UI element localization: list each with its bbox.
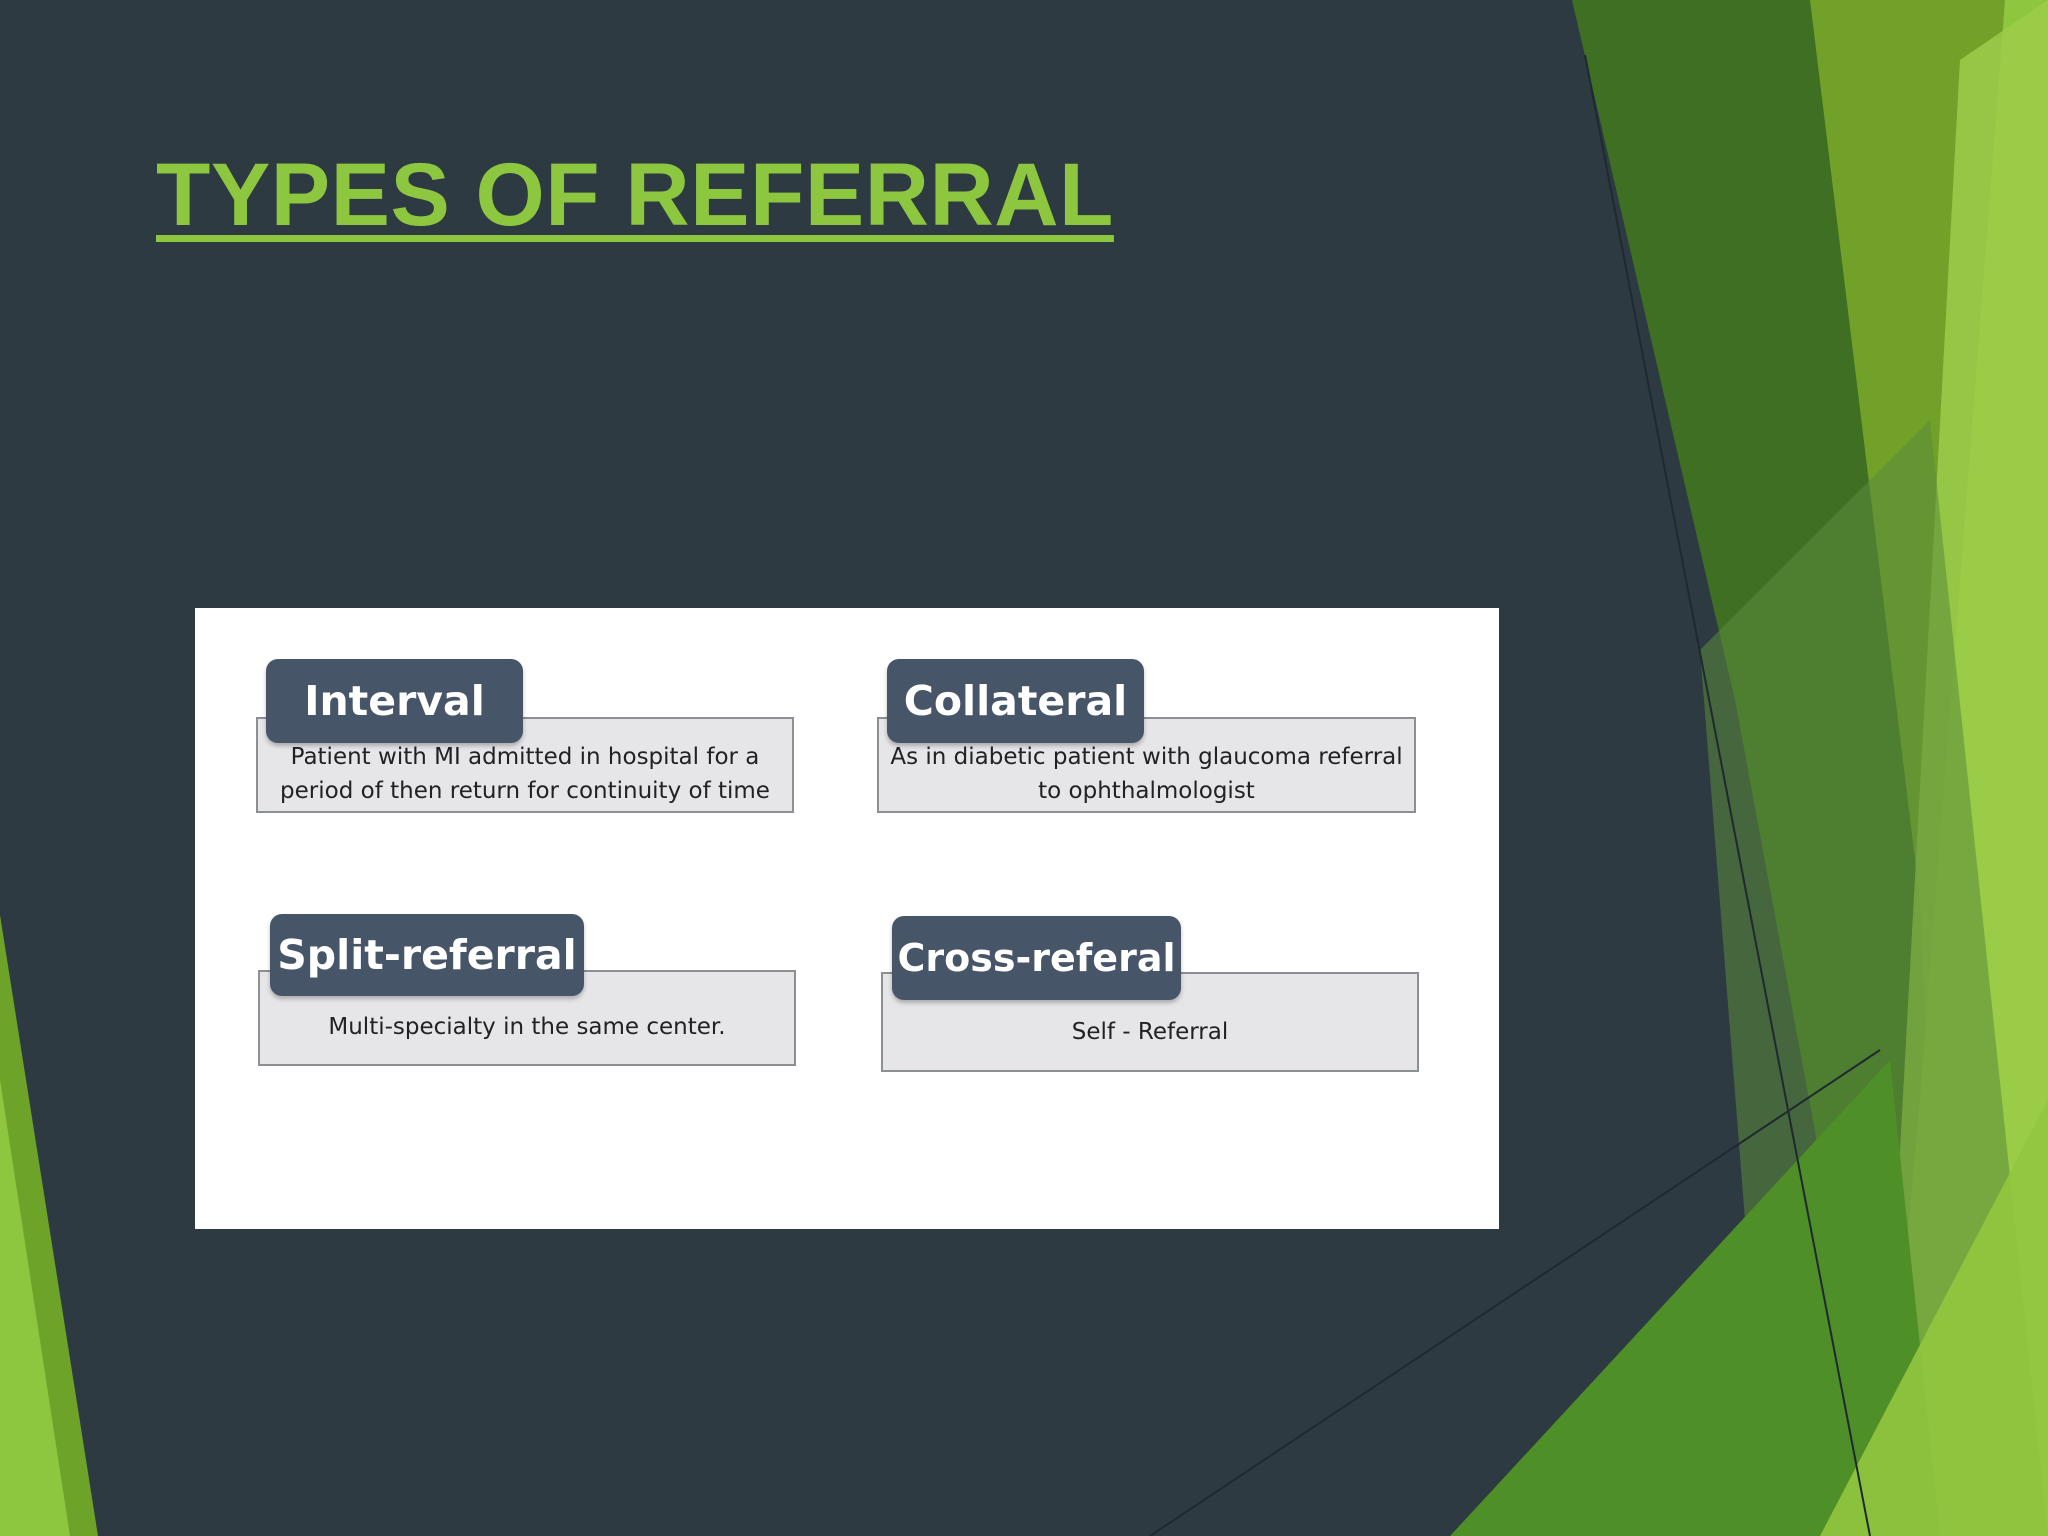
cross-referal-card-tab: Cross-referal <box>892 916 1181 1000</box>
referral-types-diagram: Patient with MI admitted in hospital for… <box>195 608 1499 1229</box>
slide-title: TYPES OF REFERRAL <box>156 144 1114 244</box>
bottom-shape-light <box>1820 1100 2048 1536</box>
cross-referal-description: Self - Referral <box>1072 1015 1229 1049</box>
interval-description-line-2: period of then return for continuity of … <box>280 778 770 804</box>
bottom-shape-green <box>1450 1060 1940 1536</box>
collateral-description-line-1: As in diabetic patient with glaucoma ref… <box>890 744 1403 770</box>
interval-description-line-1: Patient with MI admitted in hospital for… <box>290 744 760 770</box>
split-referral-description-line-1: Multi-specialty in the same center. <box>328 1014 726 1040</box>
split-referral-card-tab: Split-referral <box>270 914 584 996</box>
interval-description: Patient with MI admitted in hospital for… <box>280 740 770 808</box>
left-shape-light <box>0 1080 70 1536</box>
divider-line-2 <box>1149 1049 1881 1536</box>
split-referral-description: Multi-specialty in the same center. <box>328 1010 725 1044</box>
divider-line-1 <box>1584 54 1871 1536</box>
cross-referal-description-line-1: Self - Referral <box>1071 1019 1229 1045</box>
collateral-description: As in diabetic patient with glaucoma ref… <box>890 740 1402 808</box>
collateral-card-tab: Collateral <box>887 659 1144 743</box>
collateral-description-line-2: to ophthalmologist <box>1038 778 1255 804</box>
interval-card-tab: Interval <box>266 659 523 743</box>
interval-card-body: Patient with MI admitted in hospital for… <box>256 717 794 813</box>
